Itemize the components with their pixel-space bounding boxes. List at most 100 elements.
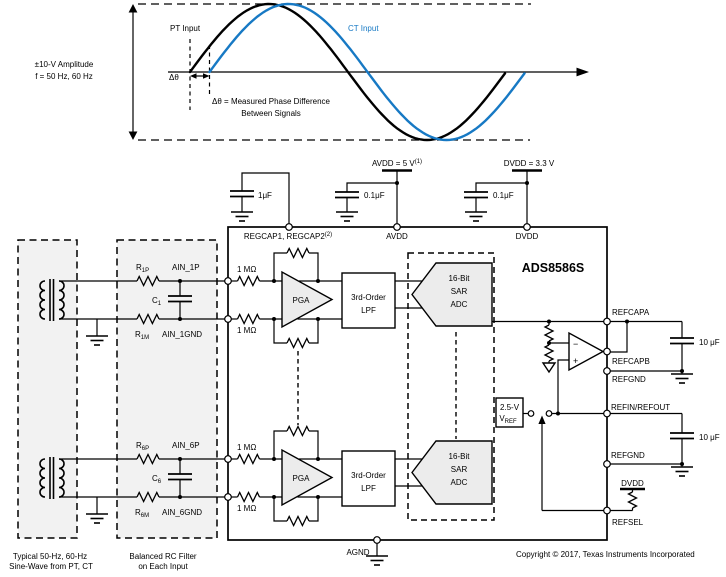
r-1mohm-label: 1 MΩ	[237, 265, 256, 274]
dvdd-rail-label: DVDD = 3.3 V	[504, 159, 555, 168]
adc-label-line1: 16-Bit	[449, 452, 471, 461]
delta-theta-arrow-icon	[190, 73, 210, 79]
source-caption-line1: Typical 50-Hz, 60-Hz	[13, 552, 87, 561]
phase-note-line2: Between Signals	[241, 109, 301, 118]
ct-wave	[208, 2, 526, 142]
pt-input-label: PT Input	[170, 24, 201, 33]
pin-refgnd2	[603, 460, 611, 468]
lpf-label-line2: LPF	[361, 484, 376, 493]
pin-refcapa-label: REFCAPA	[612, 308, 650, 317]
time-axis	[168, 67, 589, 77]
pin-regcap-label: REGCAP1, REGCAP2(2)	[244, 232, 332, 241]
sar-adc-icon	[411, 262, 493, 327]
phase-difference-plot: ±10-V Amplitude f = 50 Hz, 60 Hz PT Inpu…	[35, 2, 589, 142]
ain1p-label: AIN_1P	[172, 263, 200, 272]
capacitor-1uf-icon	[229, 190, 255, 198]
pga-amplifier-icon	[281, 270, 334, 329]
ground-icon	[670, 466, 694, 477]
channel6-signal-chain: 1 MΩ 1 MΩ PGA 3rd-Order LPF 16-Bit SAR A…	[224, 425, 493, 527]
amplitude-label-line1: ±10-V Amplitude	[35, 60, 94, 69]
ain6p-label: AIN_6P	[172, 441, 200, 450]
adc-label-line2: SAR	[451, 287, 468, 296]
pin-refgnd1	[603, 367, 611, 375]
pin-refcapb	[603, 347, 611, 356]
pga-label: PGA	[293, 474, 311, 483]
pin-ain6p	[224, 455, 232, 463]
pin-refsel	[603, 506, 611, 515]
ground-icon	[365, 555, 389, 566]
r1m-label: R1M	[135, 330, 149, 341]
vref-block	[495, 397, 524, 428]
opamp-plus-label: +	[573, 356, 578, 366]
amplitude-label-line2: f = 50 Hz, 60 Hz	[35, 72, 93, 81]
pin-ain6gnd	[224, 493, 232, 501]
pt-wave	[188, 2, 507, 142]
avdd-rail-label: AVDD = 5 V(1)	[372, 159, 422, 168]
dvdd-supply: DVDD = 3.3 V 0.1μF	[463, 159, 555, 224]
dvdd-pullup-rail-label: DVDD	[621, 479, 644, 488]
capacitor-01uf-icon	[334, 191, 360, 199]
c6-label: C6	[152, 474, 162, 485]
transformer-icon	[39, 457, 65, 499]
filter-caption-line1: Balanced RC Filter	[129, 552, 196, 561]
agnd-network: AGND	[346, 536, 389, 566]
lpf-label-line1: 3rd-Order	[351, 471, 386, 480]
r6p-label: R6P	[136, 441, 149, 452]
pin-avdd	[393, 223, 401, 231]
pin-agnd-label: AGND	[346, 548, 369, 557]
refcap-external-network: 10 μF	[607, 319, 720, 384]
rc-filter-box	[116, 239, 218, 539]
pga-label: PGA	[293, 296, 311, 305]
pin-refin-label: REFIN/REFOUT	[611, 403, 670, 412]
refsel-pullup-network: DVDD	[607, 479, 645, 512]
ground-icon	[230, 211, 254, 222]
refin-external-network: 10 μF	[607, 412, 720, 477]
pin-regcap	[285, 223, 293, 231]
pga-amplifier-icon	[281, 448, 334, 507]
supply-decoupling: 1μF AVDD = 5 V(1) 0.1μF DVDD = 3.3 V 0.1…	[229, 159, 555, 241]
ground-icon	[464, 211, 488, 222]
pin-refgnd1-label: REFGND	[612, 375, 646, 384]
adc-label-line2: SAR	[451, 465, 468, 474]
sar-adc-icon	[411, 440, 493, 505]
channel6-front-end: R6P AIN_6P C6 R6M AIN_6GND	[39, 441, 226, 524]
r-1mohm-label: 1 MΩ	[237, 443, 256, 452]
c1-label: C1	[152, 296, 162, 307]
phase-note-line1: Δθ = Measured Phase Difference	[212, 97, 330, 106]
pin-refin-refout	[603, 409, 611, 418]
ground-icon	[85, 335, 109, 346]
cap-10uf-value: 10 μF	[699, 338, 720, 347]
cap-01uf-value-avdd: 0.1μF	[364, 191, 385, 200]
transformer-icon	[39, 279, 65, 321]
ground-icon	[85, 513, 109, 524]
analog-ground-arrow-icon	[541, 362, 557, 374]
copyright-text: Copyright © 2017, Texas Instruments Inco…	[516, 550, 695, 559]
pullup-resistor-icon	[627, 491, 638, 509]
pin-ain1p	[224, 277, 232, 285]
lpf-block	[341, 272, 396, 329]
capacitor-10uf-icon	[669, 337, 695, 345]
lpf-label-line1: 3rd-Order	[351, 293, 386, 302]
vref-label-line2: VREF	[499, 414, 517, 425]
adc-label-line3: ADC	[451, 478, 468, 487]
regcap-capacitor: 1μF	[229, 172, 290, 224]
pin-agnd	[373, 536, 381, 544]
pin-refsel-label: REFSEL	[612, 518, 644, 527]
refsel-switch-contact	[527, 410, 535, 417]
pin-dvdd-label: DVDD	[516, 232, 539, 241]
pt-ct-source-box	[17, 239, 78, 539]
ain6gnd-label: AIN_6GND	[162, 508, 202, 517]
right-edge-pins: REFCAPA REFCAPB REFGND REFIN/REFOUT REFG…	[603, 308, 670, 527]
pin-refcapa	[603, 317, 611, 326]
capacitor-10uf-icon	[669, 432, 695, 440]
cap-01uf-value-dvdd: 0.1μF	[493, 191, 514, 200]
filter-caption-line2: on Each Input	[138, 562, 188, 571]
ain1gnd-label: AIN_1GND	[162, 330, 202, 339]
sar-adc-dashed-box	[407, 252, 495, 521]
refsel-control-arrow	[538, 415, 607, 512]
r1p-label: R1P	[136, 263, 149, 274]
ground-icon	[335, 211, 359, 222]
r-1mohm-label: 1 MΩ	[237, 326, 256, 335]
vref-label-line1: 2.5-V	[500, 403, 520, 412]
